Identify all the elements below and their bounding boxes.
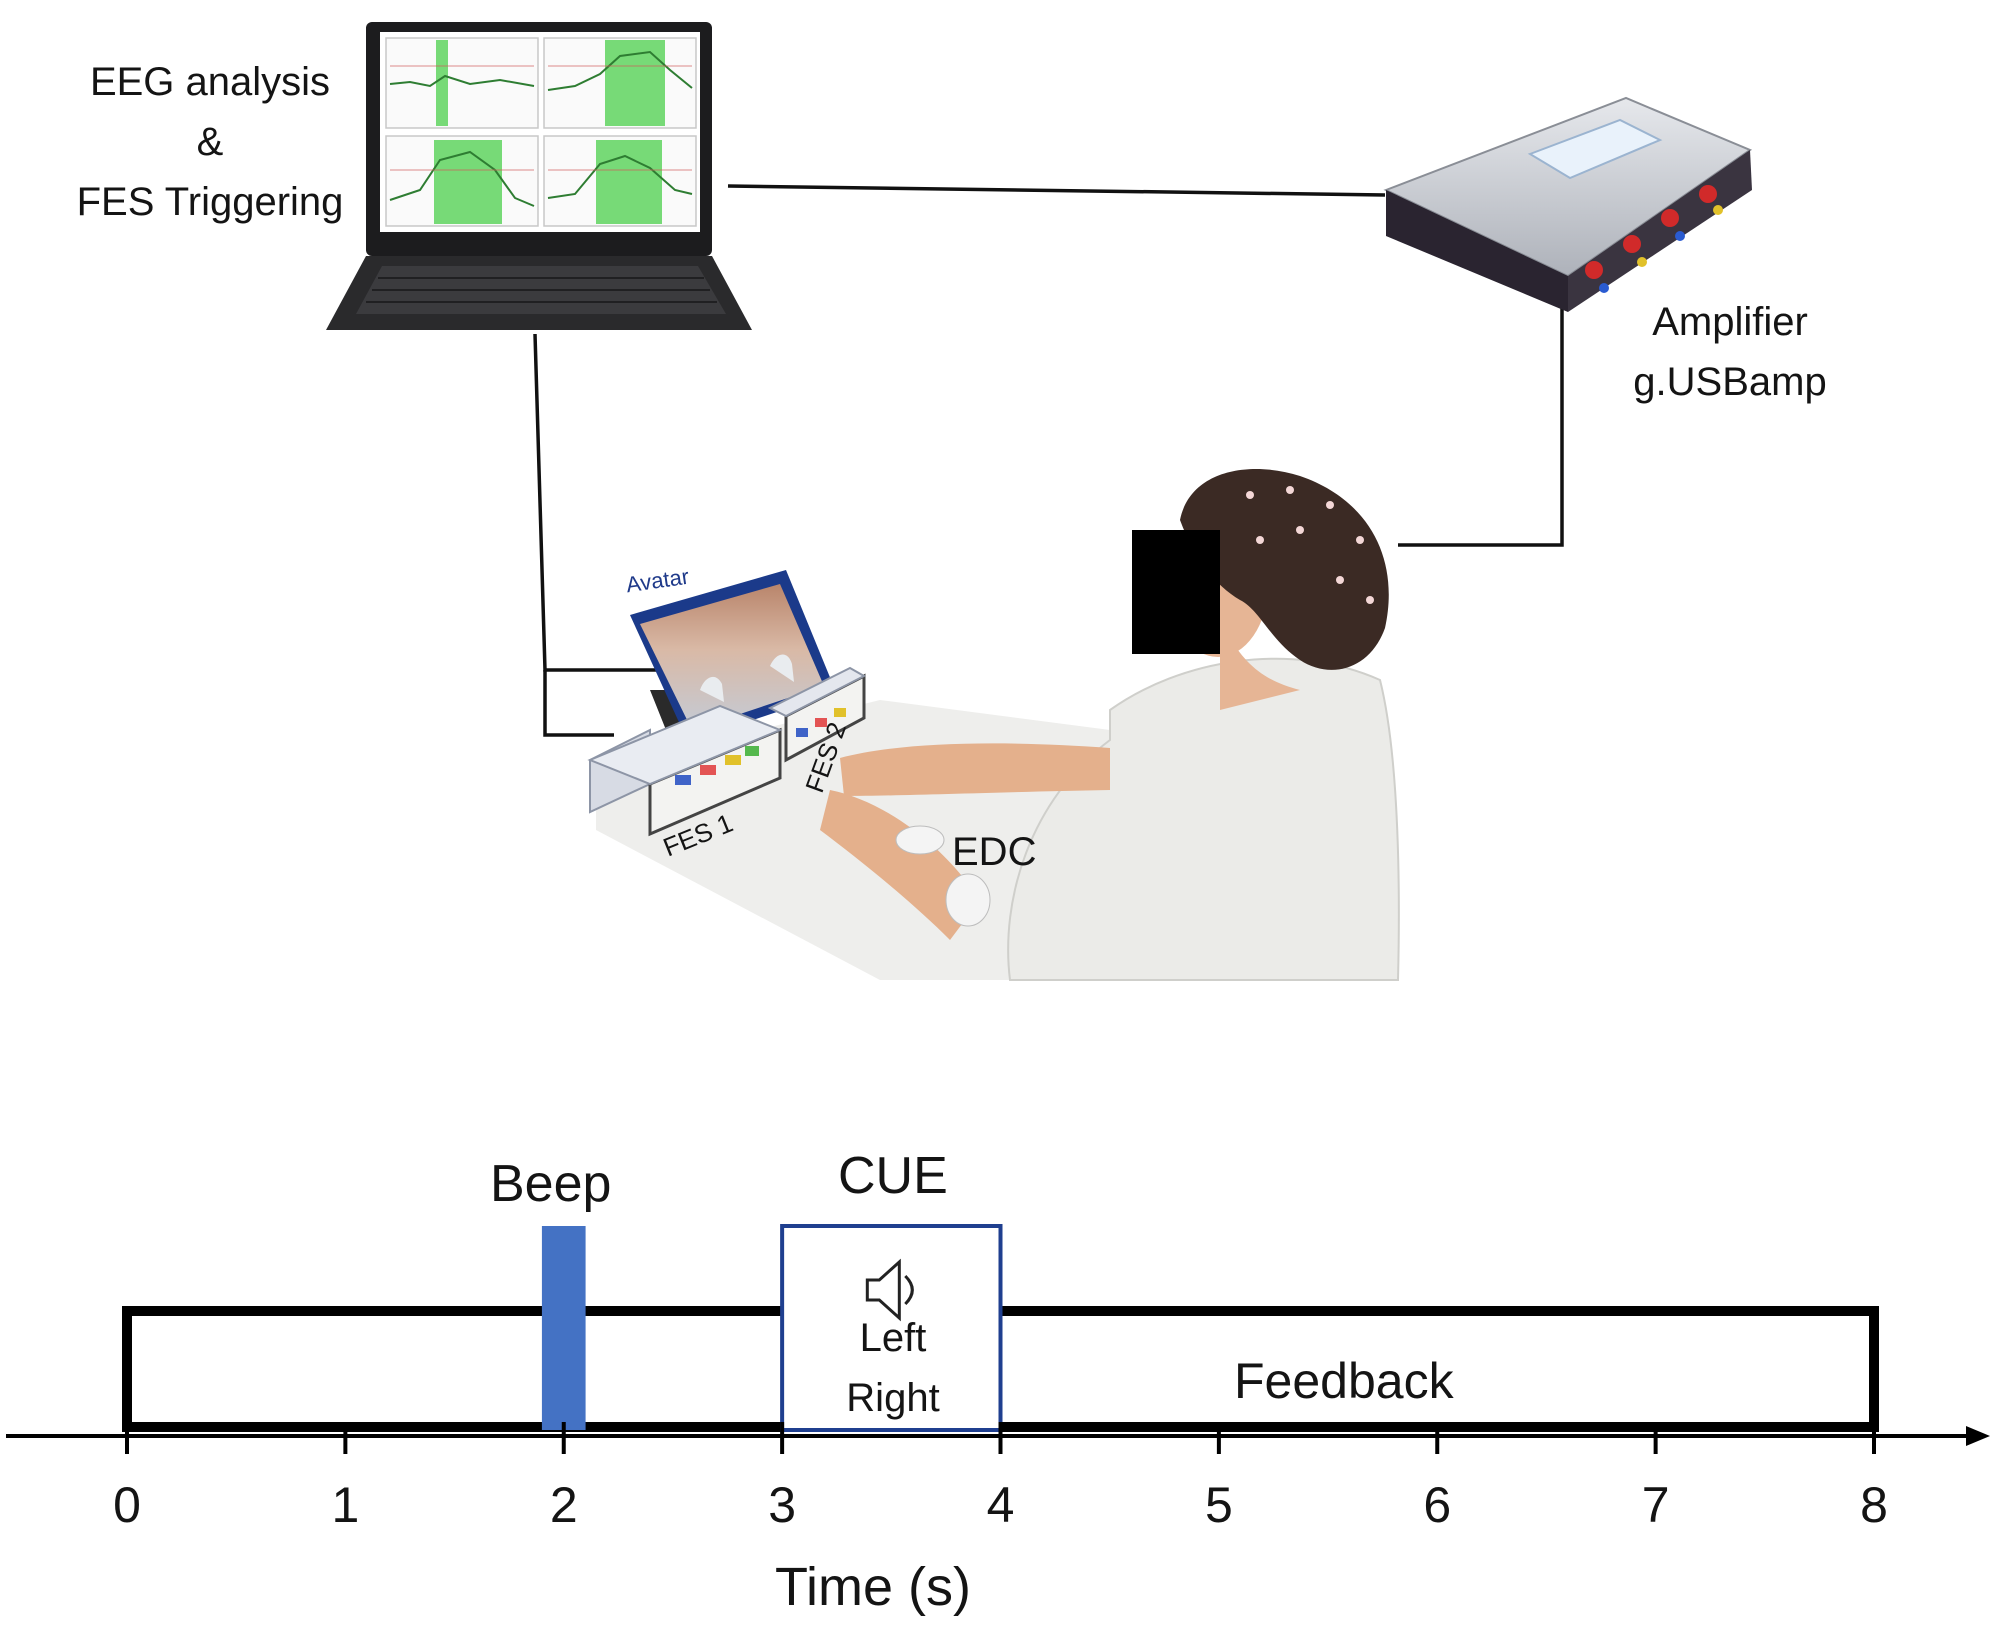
tick-label: 6	[1423, 1477, 1452, 1533]
tablet-screen	[640, 584, 824, 730]
eeg-label-line3: FES Triggering	[76, 180, 344, 224]
cue-box	[780, 1224, 1003, 1432]
subject-hoodie	[1007, 657, 1400, 981]
speaker-icon	[865, 1258, 901, 1322]
connection-lines	[533, 184, 1564, 737]
eeg-analysis-label: EEG analysis & FES Triggering	[60, 52, 360, 232]
avatar-tablet	[630, 570, 836, 748]
amplifier-cap-cable	[1398, 308, 1564, 547]
amplifier-illustration	[1383, 96, 1753, 312]
amplifier-label-line1: Amplifier	[1652, 300, 1808, 344]
amplifier-connectors	[1585, 185, 1723, 293]
tick-label: 7	[1641, 1477, 1670, 1533]
fes2-unit	[767, 666, 867, 763]
avatar-hands	[700, 654, 794, 702]
edc-electrode	[945, 873, 991, 927]
tick-label: 1	[331, 1477, 360, 1533]
eeg-band	[436, 40, 448, 126]
fes1-body-top	[587, 704, 783, 786]
tick-label: 2	[549, 1477, 578, 1533]
tick-label: 4	[986, 1477, 1015, 1533]
subject-neck	[1220, 620, 1300, 710]
subject-scene	[596, 468, 1400, 981]
edc-electrode	[895, 825, 945, 855]
edc-label: EDC	[952, 830, 1037, 874]
feedback-label: Feedback	[1234, 1353, 1454, 1409]
eeg-trace	[389, 150, 535, 207]
beep-label: Beep	[490, 1155, 612, 1213]
tick-label: 5	[1204, 1477, 1233, 1533]
fes2-controls	[796, 708, 846, 737]
beep-block	[541, 1226, 586, 1430]
fes1-unit	[587, 704, 783, 837]
time-axis-arrow	[1966, 1426, 1990, 1446]
amplifier-label-line2: g.USBamp	[1633, 360, 1827, 404]
trial-timeline	[6, 1224, 1990, 1454]
amplifier-display	[1527, 118, 1663, 180]
eeg-trace	[547, 50, 693, 91]
eeg-label-line1: EEG analysis	[89, 60, 331, 104]
amplifier-front	[1386, 190, 1568, 312]
eeg-label-line2: &	[196, 120, 224, 164]
subject-arm-right	[840, 743, 1110, 796]
laptop-amplifier-cable	[727, 184, 1386, 197]
eeg-band	[434, 140, 502, 224]
face-mask	[1132, 530, 1220, 654]
amplifier-label: Amplifier g.USBamp	[1610, 292, 1850, 412]
cue-right-label: Right	[846, 1376, 940, 1420]
eeg-traces	[389, 50, 693, 207]
keyboard-rows	[366, 277, 717, 303]
speaker-wave-icon	[904, 1274, 914, 1306]
eeg-trace	[547, 154, 693, 199]
x-axis-title: Time (s)	[775, 1557, 971, 1617]
laptop-illustration	[326, 22, 752, 330]
tick-label: 0	[113, 1477, 141, 1533]
eeg-band	[605, 40, 665, 126]
tick-label: 8	[1860, 1477, 1888, 1533]
tick-label: 3	[768, 1477, 797, 1533]
eeg-trace	[389, 74, 535, 88]
eeg-band	[596, 140, 662, 224]
cap-electrodes	[1246, 486, 1374, 604]
fes1-controls	[675, 746, 759, 785]
eeg-reference-lines	[390, 65, 692, 171]
cue-left-label: Left	[859, 1316, 927, 1360]
fes2-body-top	[767, 666, 867, 718]
eeg-cap	[1180, 468, 1389, 670]
subject-arm-left	[820, 790, 980, 940]
cue-label: CUE	[838, 1147, 948, 1205]
laptop-fes-cable-lower	[543, 670, 614, 737]
